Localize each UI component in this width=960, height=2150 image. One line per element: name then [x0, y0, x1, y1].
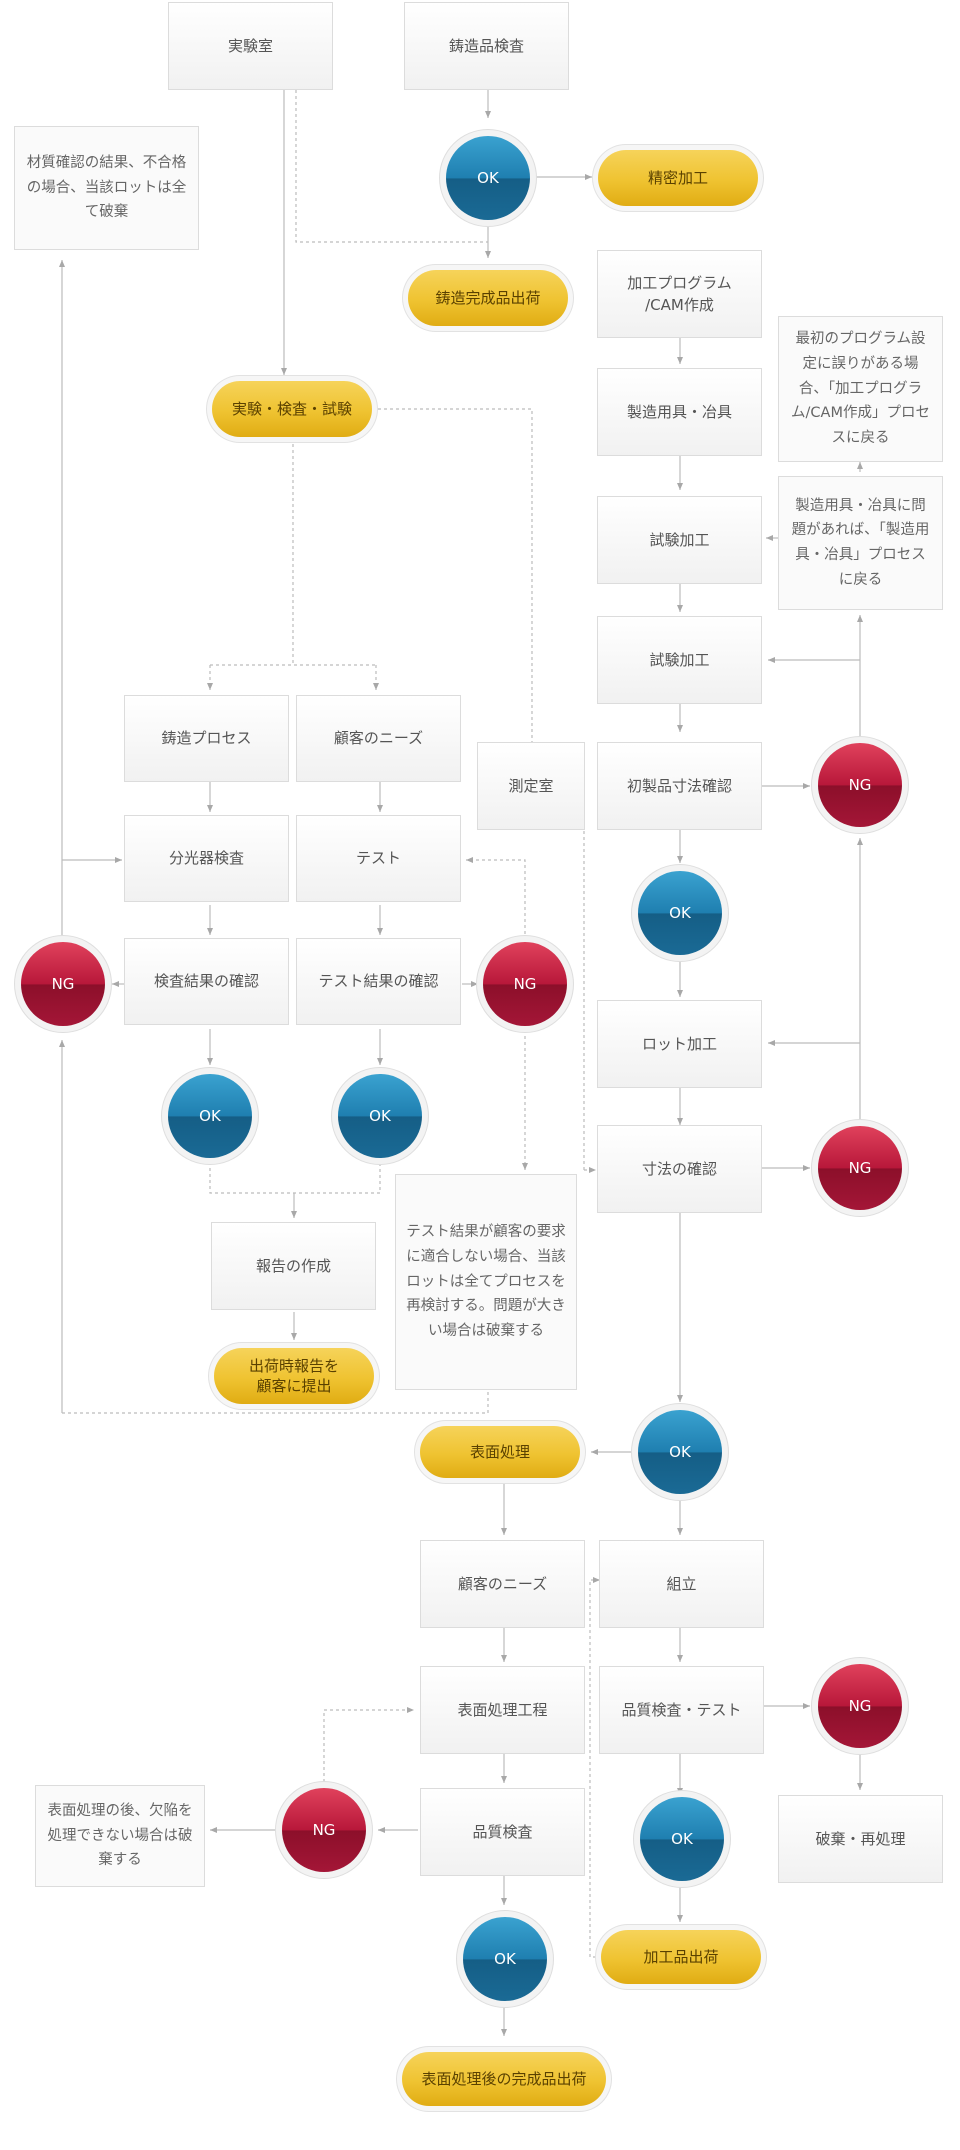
program-error-note-text: 最初のプログラム設定に誤りがある場合、「加工プログラム/CAM作成」プロセスに戻…	[791, 331, 930, 446]
quality-test-box: 品質検査・テスト	[599, 1666, 764, 1754]
test-box: テスト	[296, 815, 461, 902]
material-reject-note: 材質確認の結果、不合格の場合、当該ロットは全て破棄	[14, 126, 199, 250]
test-ng-label: NG	[513, 975, 537, 993]
dimension-ng-circle: NG	[818, 1126, 902, 1210]
dimension-ok-circle: OK	[638, 1410, 722, 1494]
lab-label: 実験室	[227, 36, 273, 55]
customer-needs-box-top: 顧客のニーズ	[296, 695, 461, 782]
assembly-label: 組立	[666, 1574, 697, 1593]
casting-process-label: 鋳造プロセス	[161, 729, 252, 748]
inspection-result-box: 検査結果の確認	[124, 938, 289, 1025]
report-creation-box: 報告の作成	[211, 1222, 376, 1310]
first-dimension-ng-circle: NG	[818, 743, 902, 827]
test-ng-circle: NG	[483, 942, 567, 1026]
material-reject-note-text: 材質確認の結果、不合格の場合、当該ロットは全て破棄	[26, 155, 187, 221]
machined-shipment-pill: 加工品出荷	[601, 1930, 761, 1984]
test-ok-circle: OK	[338, 1074, 422, 1158]
casting-ok-circle: OK	[446, 136, 530, 220]
surface-treatment-label: 表面処理	[469, 1442, 530, 1461]
spectrometer-inspection-label: 分光器検査	[168, 849, 244, 868]
trial-machining-label-1: 試験加工	[649, 530, 710, 549]
first-dimension-ng-label: NG	[848, 776, 872, 794]
assembly-box: 組立	[599, 1540, 764, 1628]
discard-reprocess-box: 破棄・再処理	[778, 1795, 943, 1883]
measurement-room-label: 測定室	[508, 776, 554, 795]
casting-inspection-label: 鋳造品検査	[448, 36, 524, 55]
quality-test-ok-circle: OK	[640, 1797, 724, 1881]
casting-shipment-pill: 鋳造完成品出荷	[408, 270, 568, 326]
trial-machining-box-1: 試験加工	[597, 496, 762, 584]
lot-machining-label: ロット加工	[641, 1034, 717, 1053]
dimension-check-label: 寸法の確認	[641, 1159, 717, 1178]
casting-inspection-box: 鋳造品検査	[404, 2, 569, 90]
first-dimension-check-label: 初製品寸法確認	[626, 776, 732, 795]
cam-program-box: 加工プログラム /CAM作成	[597, 250, 762, 338]
surface-defect-note-text: 表面処理の後、欠陥を処理できない場合は破棄する	[47, 1803, 193, 1869]
casting-shipment-label: 鋳造完成品出荷	[435, 288, 541, 307]
inspection-ng-circle: NG	[21, 942, 105, 1026]
quality-ng-circle: NG	[282, 1788, 366, 1872]
surface-treatment-pill: 表面処理	[420, 1426, 580, 1478]
surface-shipment-pill: 表面処理後の完成品出荷	[402, 2052, 606, 2106]
precision-machining-pill: 精密加工	[598, 150, 758, 206]
quality-test-label: 品質検査・テスト	[621, 1700, 742, 1719]
surface-process-box: 表面処理工程	[420, 1666, 585, 1754]
trial-machining-label-2: 試験加工	[649, 650, 710, 669]
submit-report-label: 出荷時報告を 顧客に提出	[248, 1356, 339, 1395]
tools-jigs-label: 製造用具・冶具	[626, 402, 732, 421]
dimension-ng-label: NG	[848, 1159, 872, 1177]
quality-ok-label: OK	[494, 1950, 516, 1968]
quality-test-ng-label: NG	[848, 1697, 872, 1715]
first-dimension-ok-label: OK	[669, 904, 691, 922]
cam-program-label: 加工プログラム /CAM作成	[627, 273, 732, 315]
inspection-ok-label: OK	[199, 1107, 221, 1125]
test-result-label: テスト結果の確認	[318, 972, 439, 991]
submit-report-pill: 出荷時報告を 顧客に提出	[214, 1348, 374, 1404]
first-dimension-check-box: 初製品寸法確認	[597, 742, 762, 830]
test-result-note: テスト結果が顧客の要求に適合しない場合、当該ロットは全てプロセスを再検討する。問…	[395, 1174, 577, 1390]
report-creation-label: 報告の作成	[255, 1256, 331, 1275]
surface-process-label: 表面処理工程	[457, 1700, 548, 1719]
test-result-box: テスト結果の確認	[296, 938, 461, 1025]
test-hub-label: 実験・検査・試験	[231, 399, 352, 418]
lot-machining-box: ロット加工	[597, 1000, 762, 1088]
surface-defect-note: 表面処理の後、欠陥を処理できない場合は破棄する	[35, 1785, 205, 1887]
spectrometer-inspection-box: 分光器検査	[124, 815, 289, 902]
precision-machining-label: 精密加工	[647, 168, 708, 187]
test-label: テスト	[355, 849, 401, 868]
measurement-room-box: 測定室	[477, 742, 585, 830]
customer-needs-label-top: 顧客のニーズ	[333, 729, 424, 748]
customer-needs-label-bottom: 顧客のニーズ	[457, 1574, 548, 1593]
discard-reprocess-label: 破棄・再処理	[815, 1829, 906, 1848]
inspection-ng-label: NG	[51, 975, 75, 993]
casting-ok-label: OK	[477, 169, 499, 187]
tools-problem-note: 製造用具・冶具に問題があれば、「製造用具・冶具」プロセスに戻る	[778, 476, 943, 610]
quality-inspection-box: 品質検査	[420, 1788, 585, 1876]
inspection-result-label: 検査結果の確認	[153, 972, 259, 991]
first-dimension-ok-circle: OK	[638, 871, 722, 955]
lab-box: 実験室	[168, 2, 333, 90]
test-result-note-text: テスト結果が顧客の要求に適合しない場合、当該ロットは全てプロセスを再検討する。問…	[406, 1224, 566, 1339]
trial-machining-box-2: 試験加工	[597, 616, 762, 704]
casting-process-box: 鋳造プロセス	[124, 695, 289, 782]
quality-test-ok-label: OK	[671, 1830, 693, 1848]
inspection-ok-circle: OK	[168, 1074, 252, 1158]
machined-shipment-label: 加工品出荷	[643, 1947, 719, 1966]
quality-test-ng-circle: NG	[818, 1664, 902, 1748]
quality-ng-label: NG	[312, 1821, 336, 1839]
dimension-ok-label: OK	[669, 1443, 691, 1461]
tools-jigs-box: 製造用具・冶具	[597, 368, 762, 456]
quality-ok-circle: OK	[463, 1917, 547, 2001]
dimension-check-box: 寸法の確認	[597, 1125, 762, 1213]
customer-needs-box-bottom: 顧客のニーズ	[420, 1540, 585, 1628]
tools-problem-note-text: 製造用具・冶具に問題があれば、「製造用具・冶具」プロセスに戻る	[791, 497, 930, 588]
program-error-note: 最初のプログラム設定に誤りがある場合、「加工プログラム/CAM作成」プロセスに戻…	[778, 316, 943, 462]
test-hub-pill: 実験・検査・試験	[212, 381, 372, 437]
quality-inspection-label: 品質検査	[472, 1822, 533, 1841]
surface-shipment-label: 表面処理後の完成品出荷	[421, 2069, 587, 2088]
test-ok-label: OK	[369, 1107, 391, 1125]
